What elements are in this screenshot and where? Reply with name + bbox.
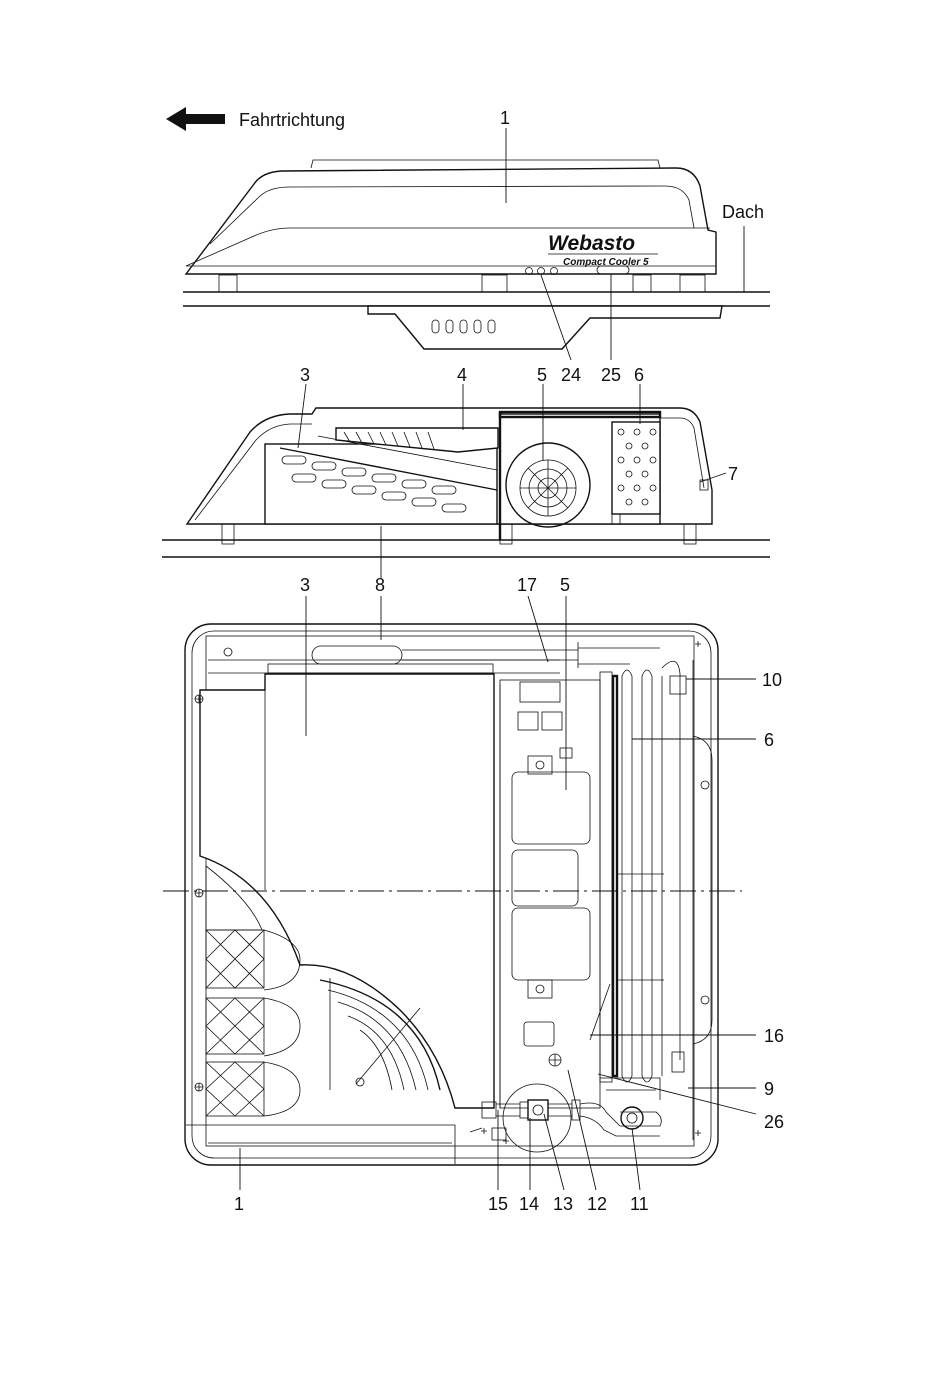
top-view: 3 17 5 10 6 16 9 26 1 15 14 13 12 11 [163, 575, 784, 1214]
arrow-left-icon [166, 107, 225, 131]
label-10: 10 [762, 670, 782, 690]
label-9: 9 [764, 1079, 774, 1099]
label-4: 4 [457, 365, 467, 385]
label-6: 6 [764, 730, 774, 750]
label-11: 11 [630, 1194, 649, 1214]
label-5: 5 [560, 575, 570, 595]
label-14: 14 [519, 1194, 539, 1214]
label-1: 1 [234, 1194, 244, 1214]
label-16: 16 [764, 1026, 784, 1046]
brand-logo: Webasto [548, 232, 635, 255]
label-1: 1 [500, 108, 510, 128]
label-3: 3 [300, 575, 310, 595]
label-26: 26 [764, 1112, 784, 1132]
direction-label: Fahrtrichtung [239, 110, 345, 130]
label-5: 5 [537, 365, 547, 385]
label-7: 7 [728, 464, 738, 484]
label-13: 13 [553, 1194, 573, 1214]
label-3: 3 [300, 365, 310, 385]
label-6: 6 [634, 365, 644, 385]
label-25: 25 [601, 365, 621, 385]
direction-indicator: Fahrtrichtung [166, 107, 345, 131]
section-view: 3 4 5 6 7 8 [162, 365, 770, 595]
label-15: 15 [488, 1194, 508, 1214]
side-view: Webasto Compact Cooler 5 1 Dach 24 25 [183, 108, 770, 385]
label-8: 8 [375, 575, 385, 595]
label-24: 24 [561, 365, 581, 385]
label-12: 12 [587, 1194, 607, 1214]
condenser-block [612, 422, 660, 514]
roof-label: Dach [722, 202, 764, 222]
label-17: 17 [517, 575, 537, 595]
